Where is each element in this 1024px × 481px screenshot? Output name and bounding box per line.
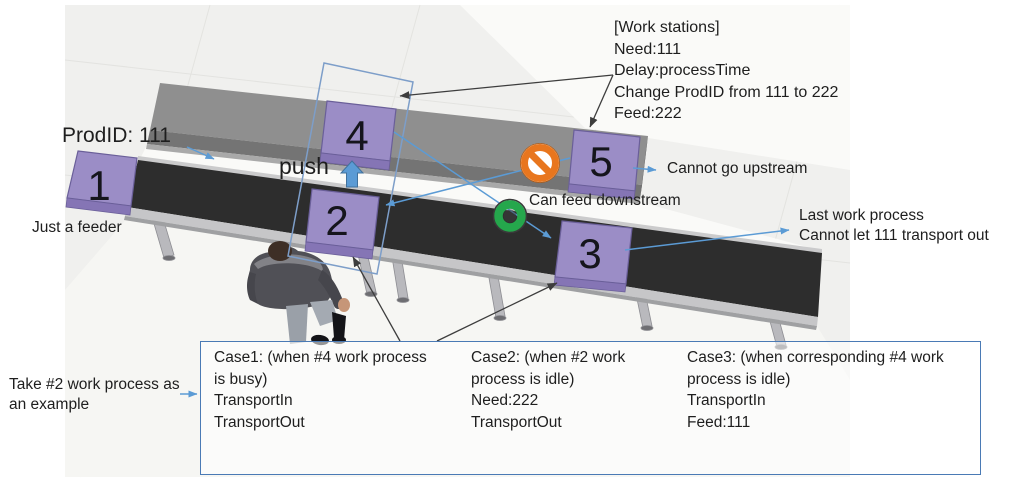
prodid-label: ProdID: 111 [62, 124, 171, 147]
case-2-line: process is idle) [471, 370, 575, 388]
case-3: Case3: (when corresponding #4 work proce… [687, 347, 944, 433]
black-annotation-lines [352, 74, 614, 342]
station-5[interactable]: 5 [567, 129, 641, 200]
workstations-note-line: Need:111 [614, 40, 682, 58]
station-4-number: 4 [345, 112, 368, 159]
case-3-line: Feed:111 [687, 413, 751, 431]
case-1-line: TransportIn [214, 392, 293, 409]
case-2-line: TransportOut [471, 413, 562, 431]
feeder-note: Just a feeder [32, 219, 122, 236]
push-label: push [279, 153, 329, 179]
cases-box: Case1: (when #4 work process is busy) Tr… [200, 341, 981, 475]
station-4[interactable]: 4 [319, 100, 397, 171]
case-2-line: Need:222 [471, 392, 539, 409]
green-ring-icon [492, 198, 528, 234]
case-3-line: TransportIn [687, 392, 766, 409]
station-2-number: 2 [325, 197, 348, 244]
station-1[interactable]: 1 [65, 150, 138, 216]
lower-conveyor[interactable] [124, 156, 822, 330]
case-2-line: Case2: (when #2 work [471, 349, 626, 366]
workstations-note-line: Delay:processTime [614, 62, 751, 79]
up-arrow-icon [339, 160, 365, 188]
station-1-number: 1 [87, 162, 110, 209]
case-1-line: Case1: (when #4 work process [214, 349, 427, 366]
no-entry-icon [520, 143, 560, 183]
cannot-go-upstream-note: Cannot go upstream [667, 160, 808, 177]
last-work-process-line: Cannot let 111 transport out [799, 227, 989, 245]
case-1-line: TransportOut [214, 413, 305, 431]
case-2: Case2: (when #2 work process is idle) Ne… [471, 347, 625, 433]
station-5-number: 5 [589, 138, 612, 185]
station-3[interactable]: 3 [553, 220, 633, 293]
last-work-process-note: Last work process Cannot let 111 transpo… [799, 206, 989, 247]
example-note: Take #2 work process as an example [9, 375, 180, 416]
case-3-line: process is idle) [687, 370, 791, 388]
can-feed-downstream-note: Can feed downstream [529, 192, 681, 209]
example-note-line: Take #2 work process as [9, 376, 180, 393]
case-1: Case1: (when #4 work process is busy) Tr… [214, 347, 427, 433]
example-note-line: an example [9, 396, 90, 414]
case-3-line: Case3: (when corresponding #4 work [687, 349, 944, 366]
selection-rectangle [287, 62, 414, 275]
station-2[interactable]: 2 [304, 188, 380, 260]
person-avatar[interactable] [247, 241, 350, 346]
case-1-line: is busy) [214, 370, 268, 388]
workstations-note-line: Feed:222 [614, 105, 682, 122]
last-work-process-line: Last work process [799, 207, 924, 224]
workstations-note-line: [Work stations] [614, 19, 720, 36]
workstations-note-line: Change ProdID from 111 to 222 [614, 83, 839, 101]
workstations-note: [Work stations] Need:111 Delay:processTi… [614, 17, 838, 125]
station-3-number: 3 [578, 230, 601, 277]
